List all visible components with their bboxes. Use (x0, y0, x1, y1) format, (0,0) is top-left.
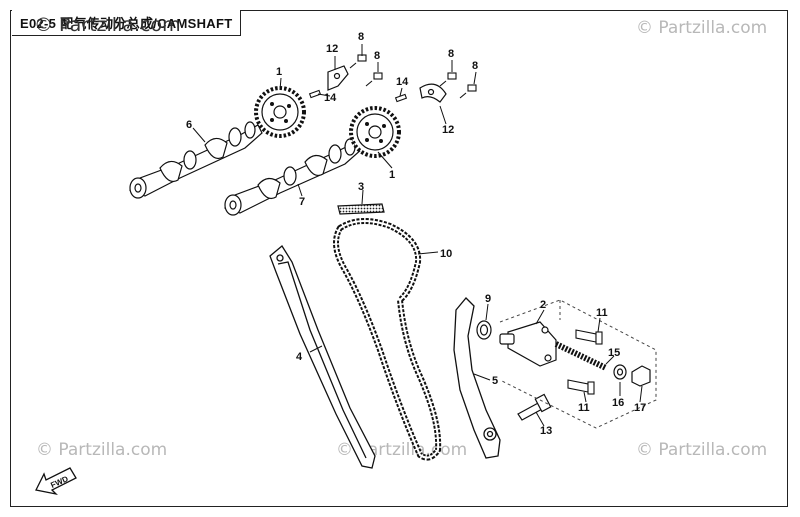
callout-14-b: 14 (396, 76, 409, 88)
callout-1-upper: 1 (276, 66, 282, 78)
cap-bolt-17 (631, 365, 651, 387)
callout-6: 6 (186, 119, 192, 131)
tensioner-spring-15 (554, 341, 608, 371)
watermark-bottom-left: © Partzilla.com (36, 440, 168, 460)
callout-13: 13 (540, 425, 552, 437)
bolts-11 (567, 329, 603, 395)
callout-1-lower: 1 (389, 169, 395, 181)
watermark-top-left: © Partzilla.com (34, 14, 181, 36)
camshaft-6 (129, 121, 263, 199)
callout-8-c: 8 (448, 48, 454, 60)
chain-guide-4 (269, 245, 376, 469)
decompressor-plate-left (327, 65, 349, 91)
callout-9: 9 (485, 293, 491, 305)
watermark-bottom-right: © Partzilla.com (636, 440, 768, 460)
callout-11-b: 11 (578, 402, 590, 414)
callout-14-a: 14 (324, 92, 337, 104)
cam-sprocket-upper (254, 86, 306, 138)
diagram-title: E02-5 配气传动分总成/CAMSHAFT (12, 10, 242, 36)
chain-guide-top-3 (337, 203, 385, 215)
callout-12-a: 12 (326, 43, 338, 55)
cam-chain-10 (333, 218, 442, 461)
bolts-8 (349, 54, 477, 99)
callout-8-b: 8 (374, 50, 380, 62)
callout-16: 16 (612, 397, 624, 409)
chain-tensioner-2 (499, 321, 557, 367)
washer-16 (613, 364, 627, 380)
callout-11-a: 11 (596, 307, 608, 319)
callout-3: 3 (358, 181, 364, 193)
callout-12-b: 12 (442, 124, 454, 136)
pins-14 (308, 89, 408, 103)
callout-5: 5 (492, 375, 498, 387)
tensioner-arm-5 (453, 297, 501, 459)
callout-4: 4 (296, 351, 303, 363)
callout-10: 10 (440, 248, 452, 260)
decompressor-plate-right (419, 83, 447, 103)
callout-8-d: 8 (472, 60, 478, 72)
callout-8-a: 8 (358, 31, 364, 43)
washer-9 (476, 320, 492, 340)
camshaft-7 (224, 138, 363, 216)
leader-lines (192, 44, 643, 427)
cam-sprocket-lower (349, 106, 401, 158)
forward-direction-arrow: FWD (35, 467, 77, 496)
watermark-top-right: © Partzilla.com (636, 18, 768, 38)
tensioner-assembly-outline (499, 299, 657, 429)
callout-17: 17 (634, 402, 646, 414)
callout-15: 15 (608, 347, 620, 359)
diagram-frame (10, 10, 788, 507)
callout-7: 7 (299, 196, 305, 208)
pivot-bolt-13 (517, 393, 552, 421)
callout-2: 2 (540, 299, 546, 311)
